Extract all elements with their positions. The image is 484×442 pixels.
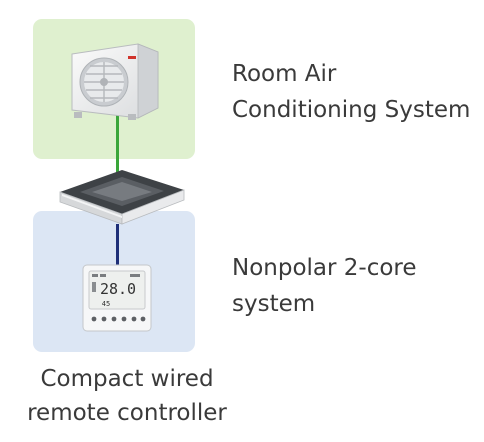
lcd-screen xyxy=(88,270,146,310)
lcd-temperature: 28.0 xyxy=(100,280,136,298)
lcd-time: 45 xyxy=(102,300,110,308)
remote-button xyxy=(111,316,117,322)
system-label: Room Air Conditioning System xyxy=(232,61,471,123)
remote-button xyxy=(121,316,127,322)
remote-controller-icon: 28.0 45 xyxy=(82,264,152,332)
remote-button xyxy=(131,316,137,322)
remote-button xyxy=(91,316,97,322)
control-wire-line xyxy=(116,224,119,270)
wiring-label: Nonpolar 2-core system xyxy=(232,255,417,317)
outdoor-unit-icon xyxy=(71,43,159,120)
controller-caption: Compact wired remote controller xyxy=(27,366,227,426)
refrigerant-connection-line xyxy=(116,112,119,186)
brand-logo xyxy=(128,56,136,59)
remote-button xyxy=(101,316,107,322)
cassette-unit-icon xyxy=(59,170,185,225)
remote-button xyxy=(140,316,146,322)
